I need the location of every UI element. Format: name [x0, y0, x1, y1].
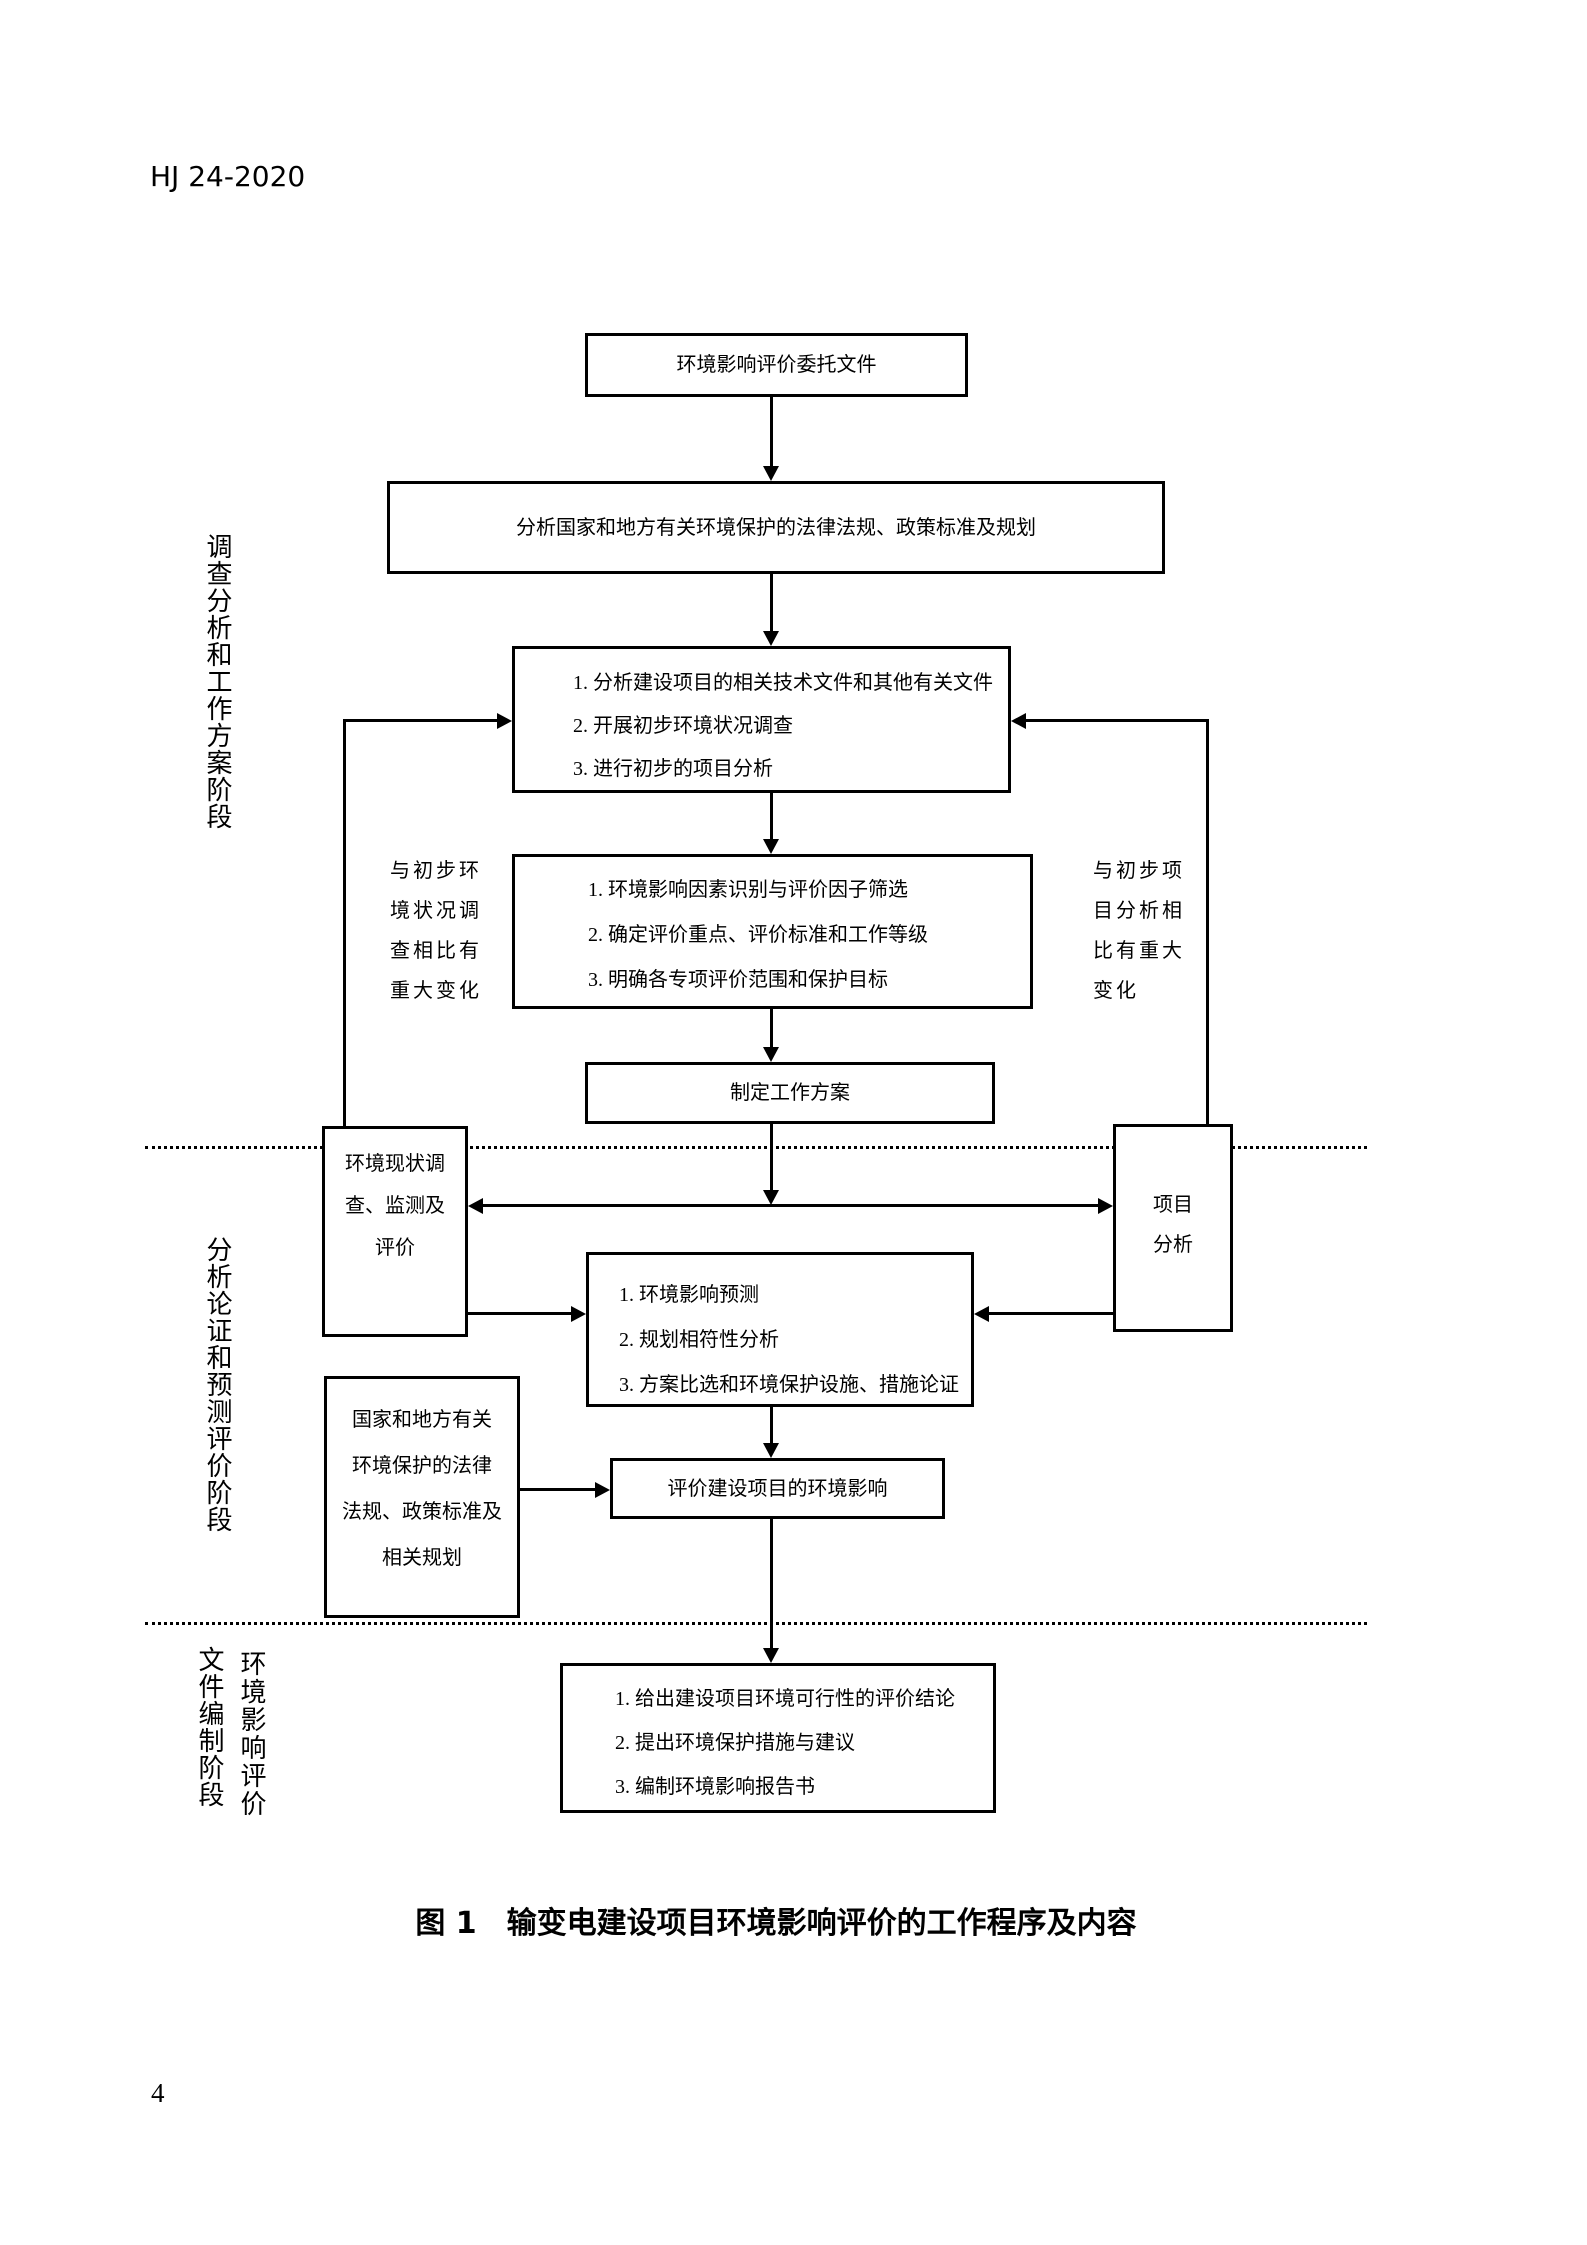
box-conclusions: 1. 给出建设项目环境可行性的评价结论 2. 提出环境保护措施与建议 3. 编制…	[560, 1663, 996, 1813]
left-feedback-arrow-icon	[497, 713, 512, 729]
box-work-plan-label: 制定工作方案	[730, 1082, 850, 1104]
list-item: 2. 规划相符性分析	[619, 1328, 779, 1351]
note-line: 重大变化	[390, 979, 482, 1002]
phase-divider-1	[145, 1146, 1367, 1149]
note-line: 比有重大	[1093, 939, 1185, 962]
box-project-analysis: 项目 分析	[1113, 1124, 1233, 1332]
connector-prediction-to-evaluate	[770, 1407, 773, 1443]
list-item: 相关规划	[382, 1547, 462, 1569]
box-evaluate-impact: 评价建设项目的环境影响	[610, 1458, 945, 1519]
arrow-plan-to-junction-icon	[763, 1190, 779, 1205]
stage-label-compilation-right-column: 环境影响评价	[237, 1650, 266, 1818]
arrow-to-project-icon	[1098, 1198, 1113, 1214]
phase-divider-2	[145, 1622, 1367, 1625]
list-item: 3. 明确各专项评价范围和保护目标	[588, 968, 888, 991]
box-entrust-document: 环境影响评价委托文件	[585, 333, 968, 397]
box-analyze-laws-label: 分析国家和地方有关环境保护的法律法规、政策标准及规划	[516, 516, 1036, 539]
arrow-preliminary-to-screening-icon	[763, 839, 779, 854]
connector-screening-to-plan	[770, 1009, 773, 1047]
list-item: 3. 编制环境影响报告书	[615, 1776, 815, 1798]
arrow-project-to-prediction-icon	[974, 1306, 989, 1322]
list-item: 2. 提出环境保护措施与建议	[615, 1732, 855, 1754]
list-item: 环境保护的法律	[352, 1455, 492, 1477]
standard-number-header: HJ 24-2020	[150, 160, 306, 193]
note-line: 境状况调	[390, 899, 482, 922]
note-line: 与初步环	[390, 859, 482, 882]
left-feedback-line-vertical	[343, 719, 346, 1126]
box-preliminary-work: 1. 分析建设项目的相关技术文件和其他有关文件 2. 开展初步环境状况调查 3.…	[512, 646, 1011, 793]
list-item: 法规、政策标准及	[342, 1501, 502, 1523]
stage-label-analysis: 分析论证和预测评价阶段	[203, 1236, 232, 1533]
arrow-laws-to-preliminary-icon	[763, 631, 779, 646]
list-item: 2. 确定评价重点、评价标准和工作等级	[588, 923, 928, 946]
note-line: 与初步项	[1093, 859, 1185, 882]
box-status-survey: 环境现状调 查、监测及 评价	[322, 1126, 468, 1337]
page-number: 4	[151, 2078, 165, 2108]
list-item: 项目	[1153, 1194, 1193, 1216]
note-line: 目分析相	[1093, 899, 1185, 922]
box-laws-reference: 国家和地方有关 环境保护的法律 法规、政策标准及 相关规划	[324, 1376, 520, 1618]
list-item: 环境现状调	[345, 1153, 445, 1175]
right-feedback-arrow-icon	[1011, 713, 1026, 729]
stage-label-investigation: 调查分析和工作方案阶段	[203, 533, 232, 830]
connector-entrust-to-laws	[770, 397, 773, 466]
box-screening: 1. 环境影响因素识别与评价因子筛选 2. 确定评价重点、评价标准和工作等级 3…	[512, 854, 1033, 1009]
box-prediction: 1. 环境影响预测 2. 规划相符性分析 3. 方案比选和环境保护设施、措施论证	[586, 1252, 974, 1407]
arrow-evaluate-to-conclusions-icon	[763, 1648, 779, 1663]
right-feedback-note: 与初步项 目分析相 比有重大 变化	[1093, 848, 1185, 1008]
arrow-lawsref-to-evaluate-icon	[595, 1482, 610, 1498]
box-evaluate-impact-label: 评价建设项目的环境影响	[667, 1477, 888, 1500]
list-item: 查、监测及	[345, 1195, 445, 1217]
left-feedback-line-horizontal	[343, 719, 497, 722]
list-item: 评价	[375, 1237, 415, 1259]
box-analyze-laws: 分析国家和地方有关环境保护的法律法规、政策标准及规划	[387, 481, 1165, 574]
connector-project-to-prediction	[989, 1312, 1113, 1315]
connector-plan-to-junction	[770, 1124, 773, 1190]
box-entrust-document-label: 环境影响评价委托文件	[676, 354, 877, 376]
arrow-prediction-to-evaluate-icon	[763, 1443, 779, 1458]
list-item: 国家和地方有关	[352, 1409, 492, 1431]
arrow-to-survey-icon	[468, 1198, 483, 1214]
arrow-screening-to-plan-icon	[763, 1047, 779, 1062]
connector-lawsref-to-evaluate	[520, 1488, 595, 1491]
list-item: 3. 方案比选和环境保护设施、措施论证	[619, 1373, 959, 1396]
list-item: 1. 环境影响因素识别与评价因子筛选	[588, 878, 908, 901]
connector-survey-to-project	[483, 1204, 1099, 1207]
list-item: 分析	[1153, 1234, 1193, 1256]
left-feedback-note: 与初步环 境状况调 查相比有 重大变化	[390, 848, 482, 1008]
list-item: 1. 给出建设项目环境可行性的评价结论	[615, 1688, 955, 1710]
note-line: 变化	[1093, 979, 1139, 1002]
arrow-entrust-to-laws-icon	[763, 466, 779, 481]
arrow-survey-to-prediction-icon	[571, 1306, 586, 1322]
list-item: 2. 开展初步环境状况调查	[573, 714, 793, 737]
list-item: 1. 环境影响预测	[619, 1283, 759, 1306]
connector-preliminary-to-screening	[770, 793, 773, 839]
note-line: 查相比有	[390, 939, 482, 962]
right-feedback-line-vertical	[1206, 719, 1209, 1124]
right-feedback-line-horizontal	[1026, 719, 1209, 722]
box-work-plan: 制定工作方案	[585, 1062, 995, 1124]
stage-label-compilation-left-column: 文件编制阶段	[195, 1646, 224, 1808]
figure-caption: 图 1 输变电建设项目环境影响评价的工作程序及内容	[415, 1906, 1137, 1941]
list-item: 3. 进行初步的项目分析	[573, 757, 773, 780]
connector-evaluate-to-conclusions	[770, 1519, 773, 1648]
connector-survey-to-prediction	[468, 1312, 571, 1315]
list-item: 1. 分析建设项目的相关技术文件和其他有关文件	[573, 671, 993, 694]
connector-laws-to-preliminary	[770, 574, 773, 631]
